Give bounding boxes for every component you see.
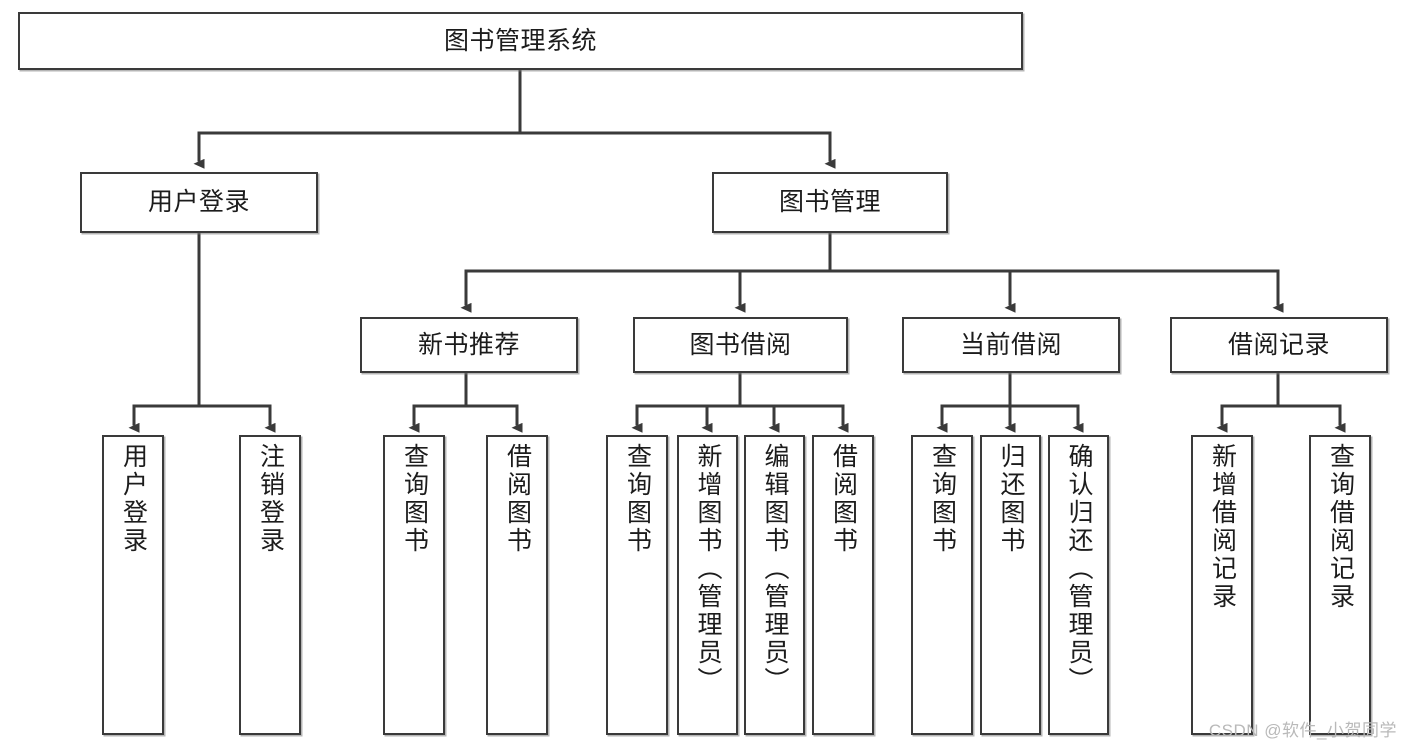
node-label: 新书推荐 bbox=[417, 330, 520, 359]
node-root-system[interactable]: 图书管理系统 bbox=[18, 12, 1023, 70]
node-current-borrow[interactable]: 当前借阅 bbox=[902, 317, 1120, 373]
node-label: 图书借阅 bbox=[689, 330, 792, 359]
leaf-borrow-edit-book-admin[interactable]: 编辑图书（管理员） bbox=[744, 435, 805, 735]
leaf-record-add-record[interactable]: 新增借阅记录 bbox=[1191, 435, 1253, 735]
node-label: 查询图书 bbox=[623, 443, 652, 555]
leaf-recommend-borrow-book[interactable]: 借阅图书 bbox=[486, 435, 548, 735]
node-label: 用户登录 bbox=[147, 188, 250, 217]
leaf-current-query-book[interactable]: 查询图书 bbox=[911, 435, 973, 735]
node-label: 图书管理 bbox=[778, 188, 881, 217]
leaf-user-login[interactable]: 用户登录 bbox=[102, 435, 164, 735]
leaf-current-confirm-return-admin[interactable]: 确认归还（管理员） bbox=[1048, 435, 1109, 735]
node-borrow-record[interactable]: 借阅记录 bbox=[1170, 317, 1388, 373]
node-label: 查询图书 bbox=[928, 443, 957, 555]
leaf-recommend-query-book[interactable]: 查询图书 bbox=[383, 435, 445, 735]
node-label: 当前借阅 bbox=[959, 330, 1062, 359]
node-book-management[interactable]: 图书管理 bbox=[712, 172, 948, 233]
node-label: 借阅记录 bbox=[1227, 330, 1330, 359]
node-label: 编辑图书（管理员） bbox=[761, 443, 789, 695]
node-label: 用户登录 bbox=[119, 443, 148, 555]
node-label: 查询借阅记录 bbox=[1326, 443, 1355, 611]
node-label: 查询图书 bbox=[400, 443, 429, 555]
node-new-book-recommend[interactable]: 新书推荐 bbox=[360, 317, 578, 373]
leaf-borrow-borrow-book[interactable]: 借阅图书 bbox=[812, 435, 874, 735]
node-label: 新增借阅记录 bbox=[1208, 443, 1237, 611]
watermark-text: CSDN @软件_小贺同学 bbox=[1208, 721, 1397, 740]
node-label: 新增图书（管理员） bbox=[694, 443, 722, 695]
node-book-borrow[interactable]: 图书借阅 bbox=[633, 317, 848, 373]
node-label: 注销登录 bbox=[256, 443, 285, 555]
node-label: 确认归还（管理员） bbox=[1065, 443, 1093, 695]
node-label: 借阅图书 bbox=[829, 443, 858, 555]
node-label: 图书管理系统 bbox=[443, 26, 597, 55]
leaf-user-logout[interactable]: 注销登录 bbox=[239, 435, 301, 735]
leaf-borrow-add-book-admin[interactable]: 新增图书（管理员） bbox=[677, 435, 738, 735]
leaf-borrow-query-book[interactable]: 查询图书 bbox=[606, 435, 668, 735]
node-user-login[interactable]: 用户登录 bbox=[80, 172, 318, 233]
leaf-current-return-book[interactable]: 归还图书 bbox=[980, 435, 1041, 735]
leaf-record-query-record[interactable]: 查询借阅记录 bbox=[1309, 435, 1371, 735]
node-label: 归还图书 bbox=[997, 443, 1025, 555]
node-label: 借阅图书 bbox=[503, 443, 532, 555]
